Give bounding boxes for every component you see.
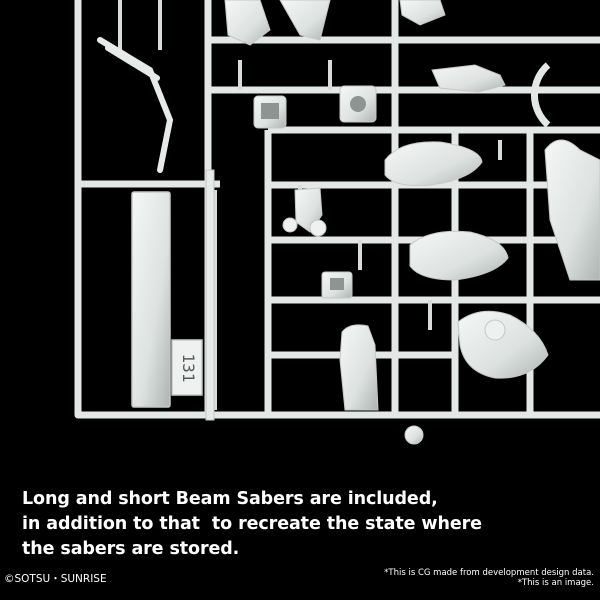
bent-rod-part [97,37,174,173]
caption-line-2: in addition to that to recreate the stat… [22,514,482,534]
disclaimer-line-2: *This is an image. [517,578,594,588]
feature-caption: Long and short Beam Sabers are included,… [22,487,582,562]
disclaimer-line-1: *This is CG made from development design… [384,568,594,578]
saber-bar-part: 131 [131,191,203,408]
runner-tag-label: 131 [179,354,198,383]
plastic-parts [224,0,600,445]
caption-line-3: the sabers are stored. [22,539,240,559]
disclaimer-notes: *This is CG made from development design… [384,568,594,588]
caption-line-1: Long and short Beam Sabers are included, [22,489,438,509]
copyright-notice: ©SOTSU・SUNRISE [4,573,107,585]
thin-rod-part [205,169,215,421]
